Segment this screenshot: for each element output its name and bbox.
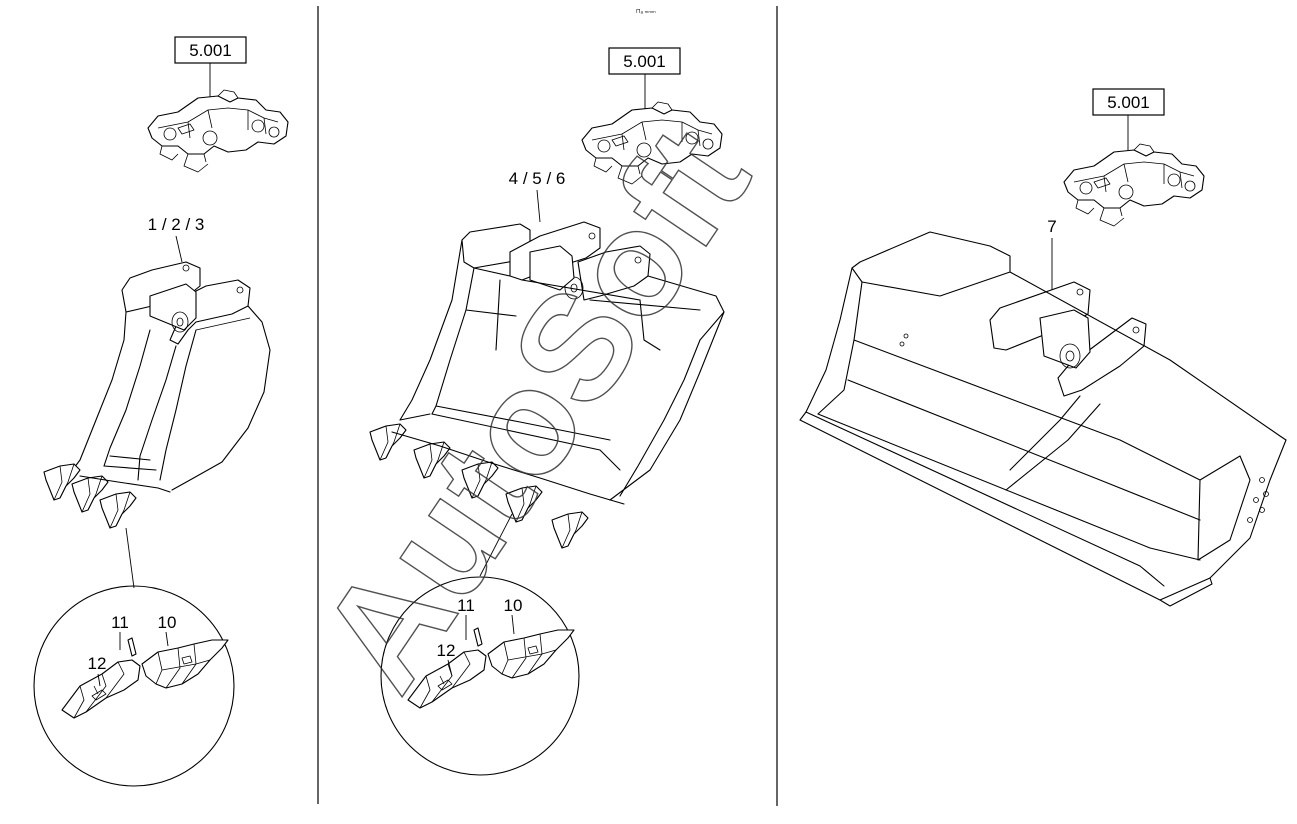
bucket-right: 7 — [799, 217, 1287, 607]
detail-pin-middle: 11 — [457, 596, 475, 615]
bucket-middle: 4 / 5 / 6 — [369, 169, 725, 549]
panel-middle: 5.001 4 / 5 / 6 — [369, 47, 725, 776]
detail-middle: 10 11 12 — [380, 576, 580, 776]
bucket-ref-left: 1 / 2 / 3 — [148, 215, 205, 234]
coupler-ref-right: 5.001 — [1107, 93, 1150, 112]
detail-pin-left: 11 — [111, 613, 129, 632]
detail-circle-middle — [380, 576, 580, 776]
coupler-ref-box-left — [174, 36, 247, 64]
bucket-left: 1 / 2 / 3 — [43, 215, 271, 529]
header-mark: ⊓ₐ ₘₘₘ — [636, 9, 656, 15]
detail-adapter-left: 12 — [88, 654, 107, 673]
detail-adapter-middle: 12 — [437, 641, 456, 660]
coupler-ref-left: 5.001 — [189, 41, 232, 60]
coupler-ref-box-middle — [608, 47, 681, 75]
coupler-ref-box-right — [1092, 88, 1165, 116]
detail-circle-left — [33, 585, 235, 787]
panel-right: 5.001 7 — [799, 88, 1287, 607]
watermark-text: AutoSoft — [287, 99, 780, 718]
coupler-right: 5.001 — [1063, 88, 1205, 227]
detail-tooth-left: 10 — [158, 613, 177, 632]
watermark: AutoSoft — [287, 98, 782, 718]
panel-left: 5.001 1 / 2 / 3 — [33, 36, 289, 787]
detail-tooth-middle: 10 — [504, 596, 523, 615]
bucket-ref-middle: 4 / 5 / 6 — [509, 169, 566, 188]
coupler-left: 5.001 — [147, 36, 289, 173]
bucket-ref-right: 7 — [1047, 217, 1056, 236]
detail-left: 10 11 12 — [33, 585, 235, 787]
coupler-middle: 5.001 — [581, 47, 723, 185]
coupler-ref-middle: 5.001 — [623, 52, 666, 71]
